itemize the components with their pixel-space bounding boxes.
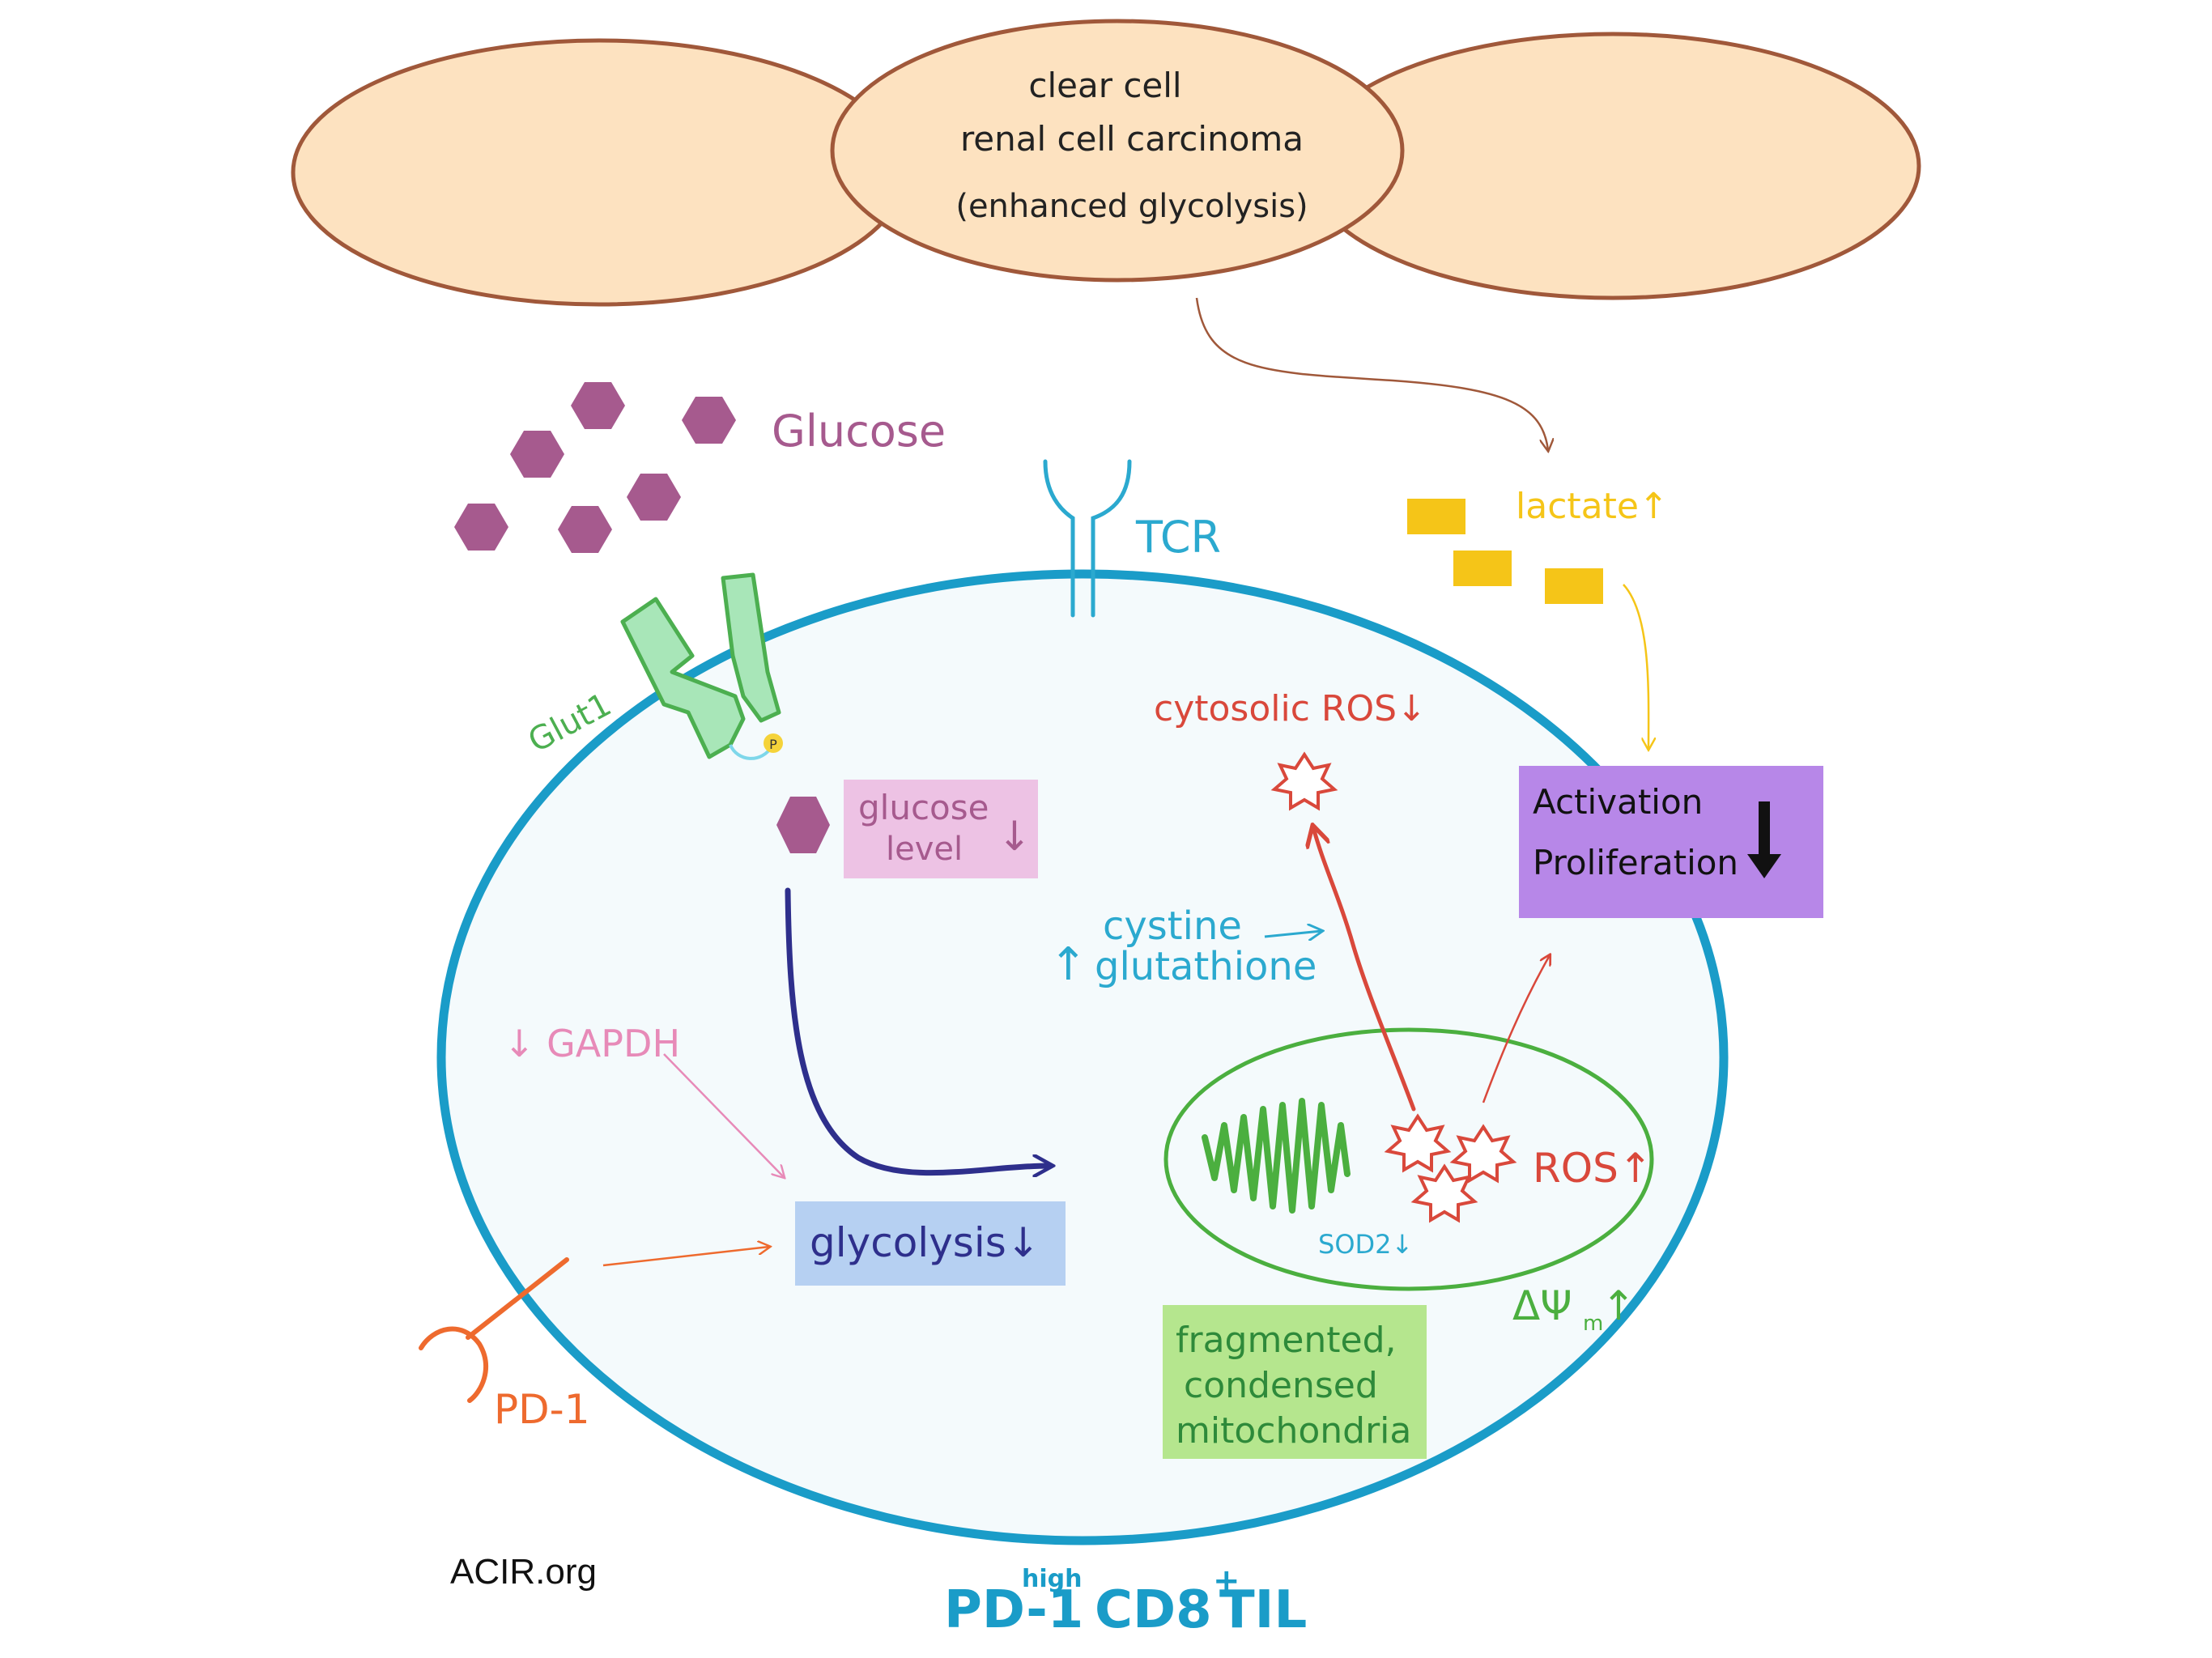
hexagon-icon [627,474,681,521]
tcr-label: TCR [1135,512,1221,563]
hexagon-icon [682,397,736,444]
lactate-molecules [1407,499,1603,604]
cell-title-c: TIL [1219,1580,1307,1640]
cytosolic-ros-label: cytosolic ROS↓ [1154,688,1427,729]
cell-title-sup1: high [1022,1565,1082,1593]
star-burst-icon [1410,1163,1478,1223]
pd1-to-glycolysis-arrow [602,1247,769,1267]
lactate-label: lactate↑ [1516,486,1669,527]
fragmented-line1: fragmented, [1176,1320,1397,1361]
receptor-icon [1043,459,1132,618]
rectangle-icon [1407,499,1465,534]
star-burst-icon [1449,1124,1517,1184]
ros-label: ROS↑ [1533,1145,1653,1192]
glutathione-label: glutathione [1095,944,1317,989]
phospho-label: P [769,737,777,752]
cystine-label: cystine [1103,903,1242,949]
cell-title: PD-1 high CD8 + TIL [944,1562,1307,1640]
hexagon-icon [558,506,612,553]
cristae [1202,1098,1351,1214]
tumor-cluster: clear cell renal cell carcinoma (enhance… [291,19,1921,307]
glucose-level-box [844,780,1038,878]
hexagon-icon [776,797,830,853]
fragmented-line3: mitochondria [1176,1410,1411,1452]
tumor-label-line2: renal cell carcinoma [960,119,1304,159]
glucose-to-glycolysis-arrow [785,887,1049,1173]
t-cell-membrane [436,569,1729,1545]
receptor-icon [419,1257,569,1403]
star-burst-icon [1270,751,1338,811]
fragmented-mito-box [1163,1305,1427,1459]
cystine-arrow [1264,931,1321,937]
ros-to-cytosol-arrow [1313,827,1416,1112]
glycolysis-label: glycolysis↓ [810,1219,1040,1266]
cell-title-sup2: + [1213,1562,1240,1600]
glucose-level-line1: glucose [858,788,989,827]
hexagon-icon [454,504,508,551]
delta-psi-arrow: ↑ [1602,1282,1636,1329]
cell-title-a: PD-1 [944,1580,1083,1640]
glucose-level-line2: level [886,831,963,868]
hexagon-icon [571,382,625,429]
proliferation-label: Proliferation [1533,843,1738,882]
phospho-icon [764,733,783,753]
tumor-cell-center [830,19,1405,283]
rectangle-icon [1453,551,1512,586]
sod2-label: SOD2↓ [1318,1229,1413,1260]
glucose-molecules [454,382,736,553]
gapdh-label: ↓ GAPDH [504,1022,680,1065]
down-arrow-icon [1747,801,1781,878]
glucose-level-arrow: ↓ [998,813,1032,860]
tumor-to-lactate-arrow [1195,297,1548,450]
star-burst-icon [1384,1113,1452,1173]
delta-psi-label: ΔΨ [1512,1282,1572,1329]
glucose-label: Glucose [772,406,946,457]
fragmented-line2: condensed [1184,1365,1378,1406]
tumor-label-line1: clear cell [1028,66,1181,105]
cystine-up-arrow: ↑ [1049,938,1087,991]
cell-title-b: CD8 [1095,1580,1212,1640]
lactate-to-activation-arrow [1623,584,1648,749]
ros-to-activation-arrow [1482,955,1550,1103]
pd1-label: PD-1 [494,1386,590,1433]
gapdh-arrow [663,1053,784,1177]
credit-label: ACIR.org [450,1552,597,1592]
hexagon-icon [510,431,564,478]
glycolysis-box [795,1201,1066,1286]
activation-box [1519,766,1823,918]
transporter-icon [620,572,781,759]
rectangle-icon [1545,568,1603,604]
delta-psi-subscript: m [1583,1312,1603,1336]
tumor-cell-left [291,38,908,307]
tumor-label-line3: (enhanced glycolysis) [955,188,1308,225]
activation-label: Activation [1533,782,1703,822]
